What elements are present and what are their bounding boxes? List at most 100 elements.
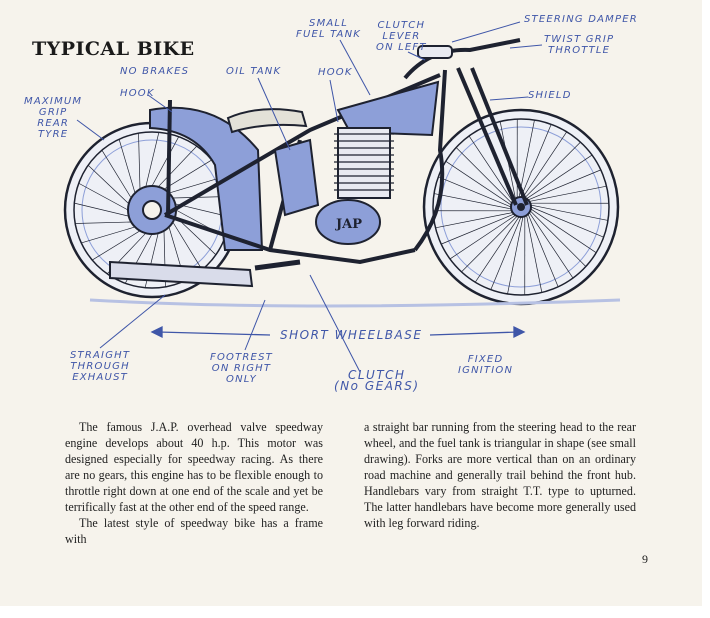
label-shield: SHIELD xyxy=(528,90,572,101)
book-page xyxy=(0,0,702,606)
spoke xyxy=(449,215,516,260)
spoke xyxy=(490,216,522,290)
spoke xyxy=(163,159,212,190)
wheelbase-arrow xyxy=(150,325,526,339)
spoke xyxy=(518,119,535,198)
svg-text:JAP: JAP xyxy=(335,217,362,232)
page-margin-right xyxy=(702,0,710,618)
spoke xyxy=(435,212,513,229)
rear-mudguard xyxy=(149,106,264,251)
spoke xyxy=(529,185,607,202)
exhaust-pipe xyxy=(109,260,254,288)
label-twist-grip-line2: THROTTLE xyxy=(548,45,611,56)
front-wheel xyxy=(422,108,620,306)
front-forks xyxy=(456,67,529,206)
spoke xyxy=(74,202,129,217)
spoke xyxy=(520,124,552,198)
spoke xyxy=(529,210,587,267)
label-straight-exhaust-line3: EXHAUST xyxy=(72,372,128,383)
rear-wheel xyxy=(63,121,241,299)
label-clutch-lever-line2: LEVER xyxy=(382,31,421,42)
spoke xyxy=(145,132,160,187)
spoke xyxy=(172,221,203,270)
spoke xyxy=(522,131,568,198)
label-max-grip-line3: REAR xyxy=(37,118,70,129)
paragraph: The famous J.A.P. overhead valve speedwa… xyxy=(65,420,323,514)
spoke xyxy=(81,226,136,244)
label-fixed-ignition-line2: IGNITION xyxy=(458,365,514,376)
label-hook-top: HOOK xyxy=(318,67,353,78)
spoke xyxy=(524,141,581,199)
label-oil-tank: OIL TANK xyxy=(226,66,282,77)
leader-lines xyxy=(76,21,543,373)
spoke xyxy=(118,139,136,194)
label-small-fuel-tank: SMALL FUEL TANK xyxy=(296,18,361,40)
label-clutch-no-gears-line1: CLUTCH xyxy=(347,368,406,382)
spoke xyxy=(441,213,515,245)
label-fixed-ignition: FIXED IGNITION xyxy=(458,354,513,376)
spoke xyxy=(138,133,141,190)
body-text-right: a straight bar running from the steering… xyxy=(364,419,636,531)
spoke xyxy=(101,150,132,199)
spoke xyxy=(168,176,223,194)
label-max-grip: MAXIMUM GRIP REAR TYRE xyxy=(24,96,82,140)
label-max-grip-line2: GRIP xyxy=(38,107,68,118)
label-twist-grip-line1: TWIST GRIP xyxy=(544,34,615,45)
paragraph: a straight bar running from the steering… xyxy=(364,420,636,530)
spoke xyxy=(445,160,512,206)
spoke xyxy=(530,204,609,221)
spoke xyxy=(151,136,180,187)
page-title: TYPICAL BIKE xyxy=(32,38,195,60)
spoke xyxy=(507,216,524,295)
label-clutch-lever-line1: CLUTCH xyxy=(377,20,426,31)
paragraph: The latest style of speedway bike has a … xyxy=(65,516,323,546)
body-text-left: The famous J.A.P. overhead valve speedwa… xyxy=(65,419,323,547)
page-margin-bottom xyxy=(0,606,710,618)
spoke xyxy=(474,216,520,283)
label-straight-exhaust-line2: THROUGH xyxy=(70,361,130,372)
spoke xyxy=(527,169,601,201)
spoke xyxy=(468,135,513,202)
fuel-tank xyxy=(336,80,440,137)
spoke xyxy=(530,208,597,254)
label-clutch-no-gears-line2: (No GEARS) xyxy=(334,379,420,393)
engine: JAP xyxy=(315,127,394,245)
label-straight-exhaust-line1: STRAIGHT xyxy=(70,350,131,361)
label-clutch-no-gears: CLUTCH (No GEARS) xyxy=(334,368,420,393)
label-small-fuel-tank-line2: FUEL TANK xyxy=(296,29,362,40)
spoke xyxy=(92,230,141,261)
label-footrest-line2: ON RIGHT xyxy=(211,363,272,374)
spoke xyxy=(455,147,513,204)
spoke xyxy=(75,221,132,224)
label-footrest-line1: FOOTREST xyxy=(210,352,273,363)
spoke xyxy=(529,212,574,279)
label-no-brakes: NO BRAKES xyxy=(120,66,190,77)
label-clutch-lever: CLUTCH LEVER ON LEFT xyxy=(376,20,427,53)
label-straight-exhaust: STRAIGHT THROUGH EXHAUST xyxy=(70,350,130,383)
spoke xyxy=(87,164,130,205)
label-max-grip-line1: MAXIMUM xyxy=(24,96,83,107)
page-number: 9 xyxy=(642,552,648,566)
spoke xyxy=(78,182,129,211)
spoke xyxy=(526,215,543,293)
label-footrest: FOOTREST ON RIGHT ONLY xyxy=(210,352,273,385)
label-hook-left: HOOK xyxy=(120,88,155,99)
spoke xyxy=(438,176,512,208)
spoke xyxy=(157,145,198,188)
label-twist-grip: TWIST GRIP THROTTLE xyxy=(544,34,614,56)
oil-tank xyxy=(273,138,320,217)
label-clutch-lever-line3: ON LEFT xyxy=(376,42,427,53)
spoke xyxy=(461,215,518,273)
spoke xyxy=(433,193,512,210)
label-fixed-ignition-line1: FIXED xyxy=(467,354,504,365)
spoke xyxy=(530,206,604,238)
spoke xyxy=(526,154,593,199)
label-steering-damper: STEERING DAMPER xyxy=(524,14,638,25)
label-max-grip-line4: TYRE xyxy=(37,129,69,140)
label-footrest-line3: ONLY xyxy=(226,374,257,385)
seat xyxy=(226,108,308,134)
label-small-fuel-tank-line1: SMALL xyxy=(309,18,348,29)
footrest xyxy=(254,259,301,271)
label-short-wheelbase: SHORT WHEELBASE xyxy=(280,328,423,342)
